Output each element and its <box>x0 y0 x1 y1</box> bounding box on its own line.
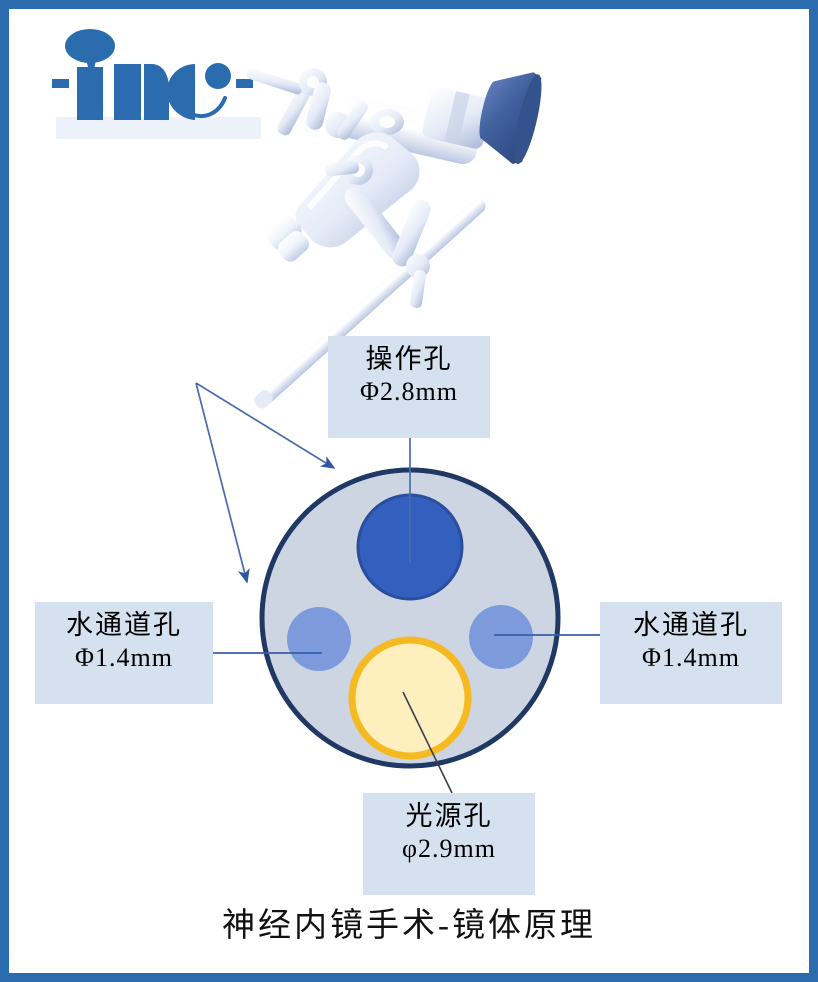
light-source-channel-circle <box>348 636 472 760</box>
callout-working-channel-dimension: Φ2.8mm <box>360 376 458 406</box>
logo-shadow-band <box>56 117 261 139</box>
endoscope-collar <box>266 215 309 262</box>
callout-water-left-title: 水通道孔 <box>66 610 182 640</box>
endoscope-valves <box>246 68 404 140</box>
callout-water-right-title: 水通道孔 <box>633 610 749 640</box>
water-channel-right-circle <box>469 605 533 669</box>
callout-light-source-dimension: φ2.9mm <box>402 833 496 863</box>
endoscope-eyepiece <box>479 72 542 165</box>
logo-right-dash <box>236 79 253 88</box>
callout-water-right-dimension: Φ1.4mm <box>642 642 740 672</box>
endoscope-barrel <box>334 87 492 165</box>
working-channel-circle <box>356 493 464 601</box>
callout-working-channel-title: 操作孔 <box>365 344 453 374</box>
cross-section-diagram <box>240 455 580 785</box>
callout-working-channel: 操作孔 Φ2.8mm <box>328 336 490 438</box>
logo-swoosh <box>192 96 227 118</box>
callout-water-channel-right: 水通道孔 Φ1.4mm <box>600 602 782 704</box>
logo-letter-i <box>77 67 103 120</box>
logo-letter-c-dot <box>205 63 231 89</box>
inc-logo <box>51 24 267 146</box>
endoscope-side-port <box>344 186 431 309</box>
logo-letter-n <box>114 64 169 120</box>
callout-light-source: 光源孔 φ2.9mm <box>363 793 535 895</box>
water-channel-left-circle <box>287 607 351 671</box>
callout-water-left-dimension: Φ1.4mm <box>75 642 173 672</box>
logo-letter-c <box>167 63 231 120</box>
logo-left-dash <box>51 79 69 88</box>
figure-caption: 神经内镜手术-镜体原理 <box>222 908 596 944</box>
callout-water-channel-left: 水通道孔 Φ1.4mm <box>35 602 213 704</box>
neuroendoscope-illustration <box>150 30 670 410</box>
endoscope-light-post <box>325 155 373 185</box>
callout-light-source-title: 光源孔 <box>405 801 493 831</box>
